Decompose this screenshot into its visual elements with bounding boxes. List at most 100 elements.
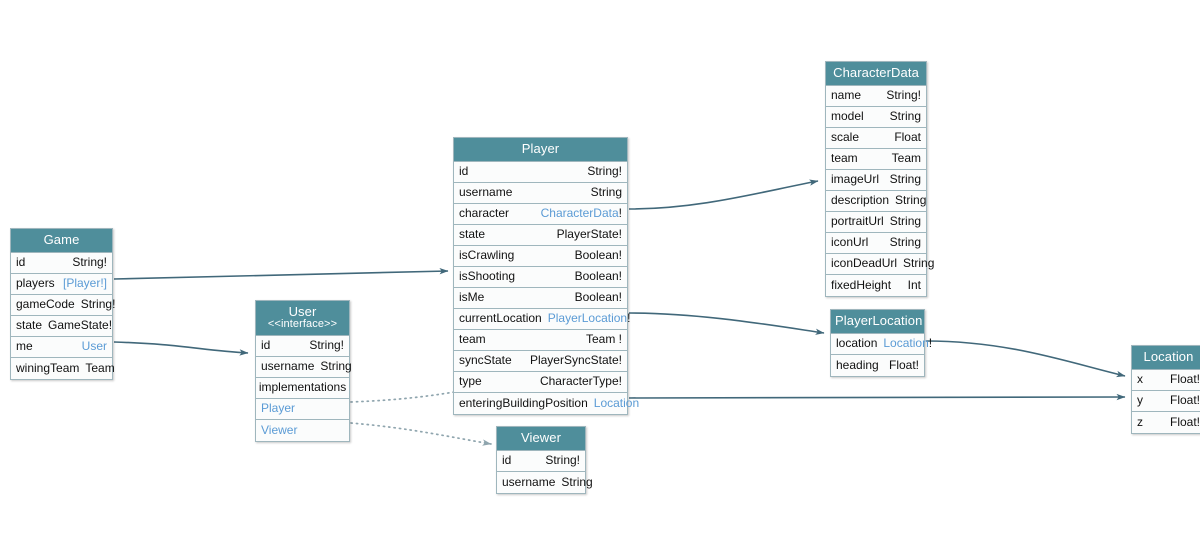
- field-type-link[interactable]: PlayerLocation!: [548, 312, 631, 325]
- field-type: Float: [894, 130, 921, 144]
- entity-title: User: [288, 304, 317, 319]
- field-type: String!: [309, 338, 344, 352]
- field-name: iconUrl: [831, 235, 869, 249]
- field-name: enteringBuildingPosition: [459, 395, 588, 410]
- field-type: PlayerSyncState!: [529, 353, 622, 367]
- field-row[interactable]: enteringBuildingPosition Location: [454, 393, 639, 414]
- entity-header-player: Player: [454, 138, 627, 162]
- field-type-link[interactable]: CharacterData!: [541, 207, 622, 220]
- field-implementation-link[interactable]: Viewer: [261, 422, 298, 437]
- entity-title: Viewer: [520, 430, 562, 445]
- field-type: Team: [85, 360, 115, 375]
- field-name: me: [16, 339, 33, 353]
- field-name: id: [16, 255, 26, 269]
- field-row[interactable]: Viewer: [256, 420, 349, 441]
- field-row[interactable]: iconUrl String: [826, 233, 926, 254]
- field-type-link[interactable]: User: [82, 340, 107, 353]
- field-type: Boolean!: [574, 248, 622, 262]
- field-row[interactable]: z Float!: [1132, 412, 1200, 433]
- field-name: team: [831, 151, 858, 165]
- field-type: Float!: [1169, 393, 1200, 407]
- field-name: gameCode: [16, 297, 75, 311]
- field-row[interactable]: isShooting Boolean!: [454, 267, 627, 288]
- field-name: id: [502, 453, 512, 467]
- field-type: Int: [907, 277, 921, 292]
- entity-title: Location: [1143, 349, 1194, 364]
- type-non-null-marker: !: [618, 206, 622, 220]
- field-type: PlayerState!: [556, 227, 622, 241]
- entity-header-user: User<<interface>>: [256, 301, 349, 336]
- type-link-text[interactable]: Location: [883, 336, 929, 350]
- field-name: type: [459, 374, 482, 388]
- type-link-text[interactable]: [Player!]: [62, 276, 107, 290]
- type-link-text[interactable]: CharacterData: [540, 206, 619, 220]
- field-name: fixedHeight: [831, 277, 892, 292]
- field-row[interactable]: state GameState!: [11, 316, 112, 337]
- field-name: username: [261, 359, 315, 373]
- field-name: team: [459, 332, 486, 346]
- field-type: GameState!: [48, 318, 113, 332]
- type-link-text[interactable]: PlayerLocation: [547, 311, 628, 325]
- field-type: String: [889, 235, 921, 249]
- field-row[interactable]: players[Player!]: [11, 274, 112, 295]
- edge-playerlocation-location-to-location: [925, 340, 1126, 378]
- field-name: state: [16, 318, 43, 332]
- field-row[interactable]: Player: [256, 399, 349, 420]
- entity-interface-tag: <<interface>>: [267, 318, 338, 330]
- type-link-text[interactable]: Location: [593, 395, 640, 410]
- field-row[interactable]: team Team !: [454, 330, 627, 351]
- field-type: Boolean!: [574, 290, 622, 304]
- field-type-link[interactable]: Location: [593, 395, 640, 410]
- field-name: z: [1137, 414, 1143, 429]
- field-name: isMe: [459, 290, 485, 304]
- field-type-link[interactable]: [Player!]: [63, 277, 107, 290]
- field-row[interactable]: isMe Boolean!: [454, 288, 627, 309]
- type-link-text[interactable]: User: [81, 339, 107, 353]
- field-row[interactable]: me User: [11, 337, 112, 358]
- entity-title: CharacterData: [833, 65, 919, 80]
- field-type-link[interactable]: Location!: [883, 337, 932, 350]
- field-type: Float!: [888, 357, 919, 372]
- field-type: Boolean!: [574, 269, 622, 283]
- field-type: Team !: [585, 332, 622, 346]
- field-type: Float!: [1169, 414, 1200, 429]
- field-name: isShooting: [459, 269, 516, 283]
- field-row[interactable]: fixedHeight Int: [826, 275, 926, 296]
- field-row[interactable]: implementations: [256, 378, 349, 399]
- field-implementation-link[interactable]: Player: [261, 401, 296, 415]
